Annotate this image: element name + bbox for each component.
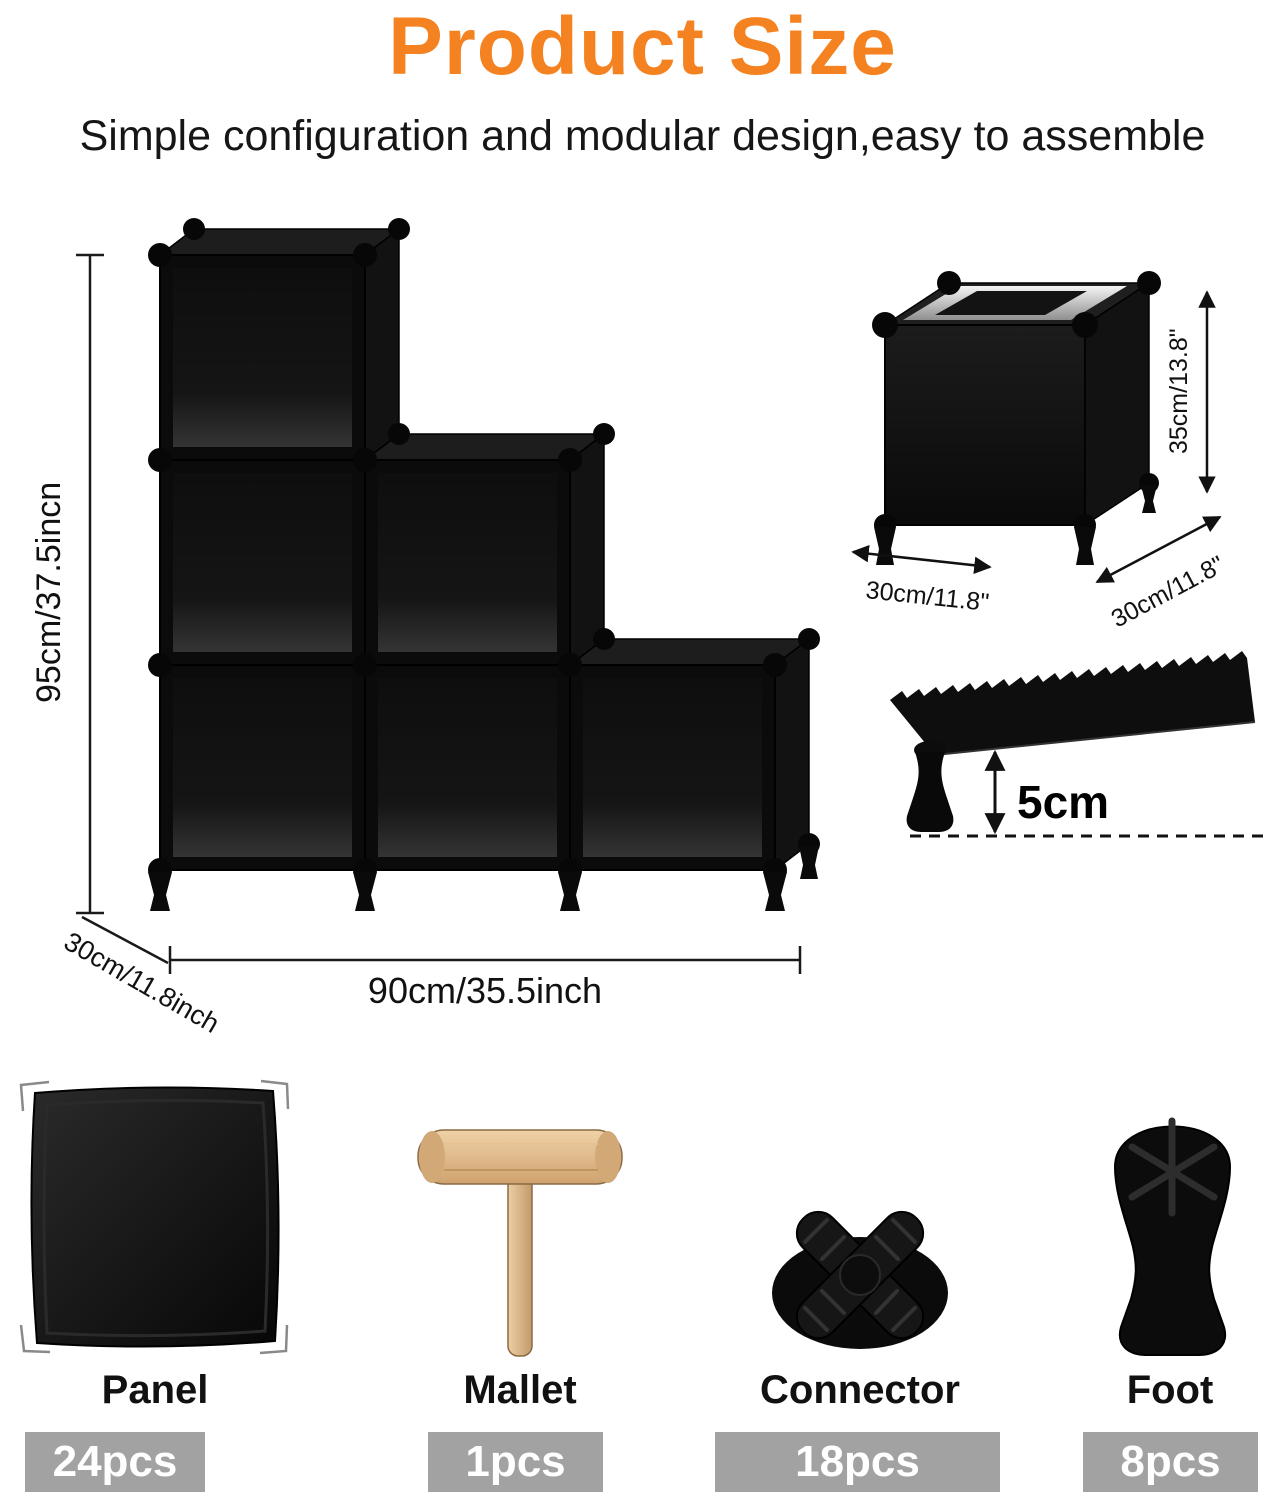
main-width-dimension-label: 90cm/35.5inch (368, 970, 602, 1011)
single-cube-illustration: 35cm/13.8" 30cm/11.8" 30cm/11.8" (851, 271, 1229, 633)
panel-corner (890, 651, 1256, 756)
staircase-organizer-illustration: 95cm/37.5incn 90cm/35.5inch 30cm/11.8inc… (30, 218, 820, 1039)
foot-height-dimension-label: 5cm (1017, 776, 1109, 828)
foot-ridges (1128, 1117, 1218, 1217)
panel-label: Panel (101, 1368, 209, 1412)
main-depth-dimension-label: 30cm/11.8inch (59, 926, 224, 1039)
main-height-dimension-label: 95cm/37.5incn (30, 482, 68, 703)
foot-label: Foot (1126, 1368, 1214, 1412)
organizer-feet (148, 846, 819, 911)
foot-illustration (1113, 1117, 1232, 1356)
dimension-lines (76, 253, 802, 974)
closeup-foot (906, 741, 954, 832)
cube-height-dimension-label: 35cm/13.8" (1165, 328, 1193, 454)
connector-label: Connector (760, 1368, 960, 1412)
mallet-qty-badge: 1pcs (428, 1432, 603, 1492)
cube-depth-dimension-label: 30cm/11.8" (1107, 550, 1229, 633)
cube-front-faces (159, 254, 776, 871)
single-cube-dimension-arrows (851, 290, 1222, 584)
page-subtitle: Simple configuration and modular design,… (79, 112, 1206, 160)
panel-wire-corners (19, 1079, 290, 1355)
connector-qty-badge: 18pcs (715, 1432, 1000, 1492)
mallet-label: Mallet (463, 1368, 577, 1412)
cube-right-faces (364, 227, 810, 872)
page-title: Product Size (388, 1, 897, 92)
panel-illustration (19, 1079, 290, 1355)
cube-width-dimension-label: 30cm/11.8" (864, 576, 990, 617)
mallet-illustration (417, 1129, 623, 1357)
foot-qty-badge: 8pcs (1083, 1432, 1258, 1492)
single-cube-body (872, 271, 1161, 565)
connector-ridges (803, 1218, 917, 1332)
connector-illustration (772, 1210, 948, 1349)
panel-qty-badge: 24pcs (25, 1432, 205, 1492)
foot-closeup-illustration: 5cm (890, 651, 1267, 838)
